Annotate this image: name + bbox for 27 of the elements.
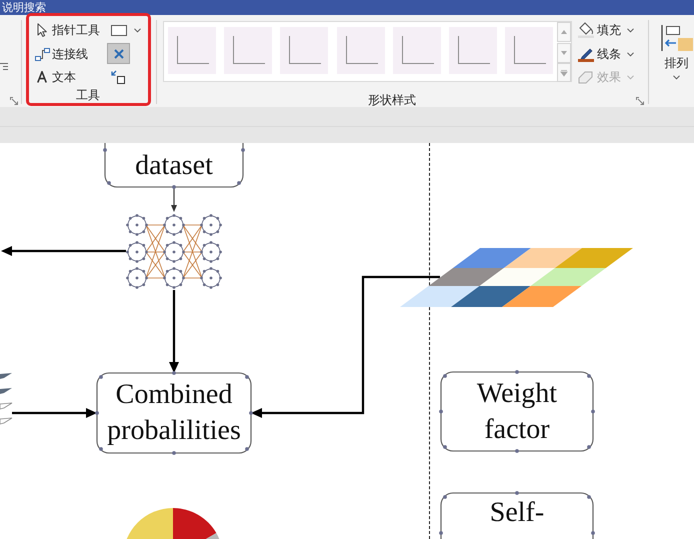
command-label: 文本: [52, 69, 76, 85]
color-grid-icon: [398, 247, 635, 308]
highlight-box: [26, 13, 151, 106]
group-label: 工具: [76, 88, 100, 102]
arrow: [169, 290, 179, 373]
arrow: [12, 408, 97, 418]
arrow: [1, 246, 126, 256]
layer-stack-icon: [0, 370, 13, 426]
rounded-box: [439, 491, 595, 539]
rounded-box: [439, 370, 595, 453]
search-hint-text: 说明搜索: [2, 1, 46, 14]
command-label: 效果: [597, 69, 621, 85]
group-label: 形状样式: [368, 93, 416, 107]
rounded-box: [103, 143, 245, 189]
command-label: 填充: [597, 22, 621, 38]
neural-network-icon: [126, 212, 222, 290]
box-label: Self-: [490, 496, 544, 530]
command-label: 排列: [664, 56, 688, 70]
command-label: 指针工具: [52, 22, 100, 38]
command-label: 连接线: [52, 46, 88, 62]
box-label: Combined probalilities: [107, 378, 241, 448]
command-label: 线条: [597, 46, 621, 62]
arrow: [171, 187, 177, 212]
arrow: [251, 276, 440, 418]
rounded-box: [95, 371, 253, 455]
box-label: Weight factor: [476, 376, 558, 446]
box-label: dataset: [135, 148, 213, 182]
